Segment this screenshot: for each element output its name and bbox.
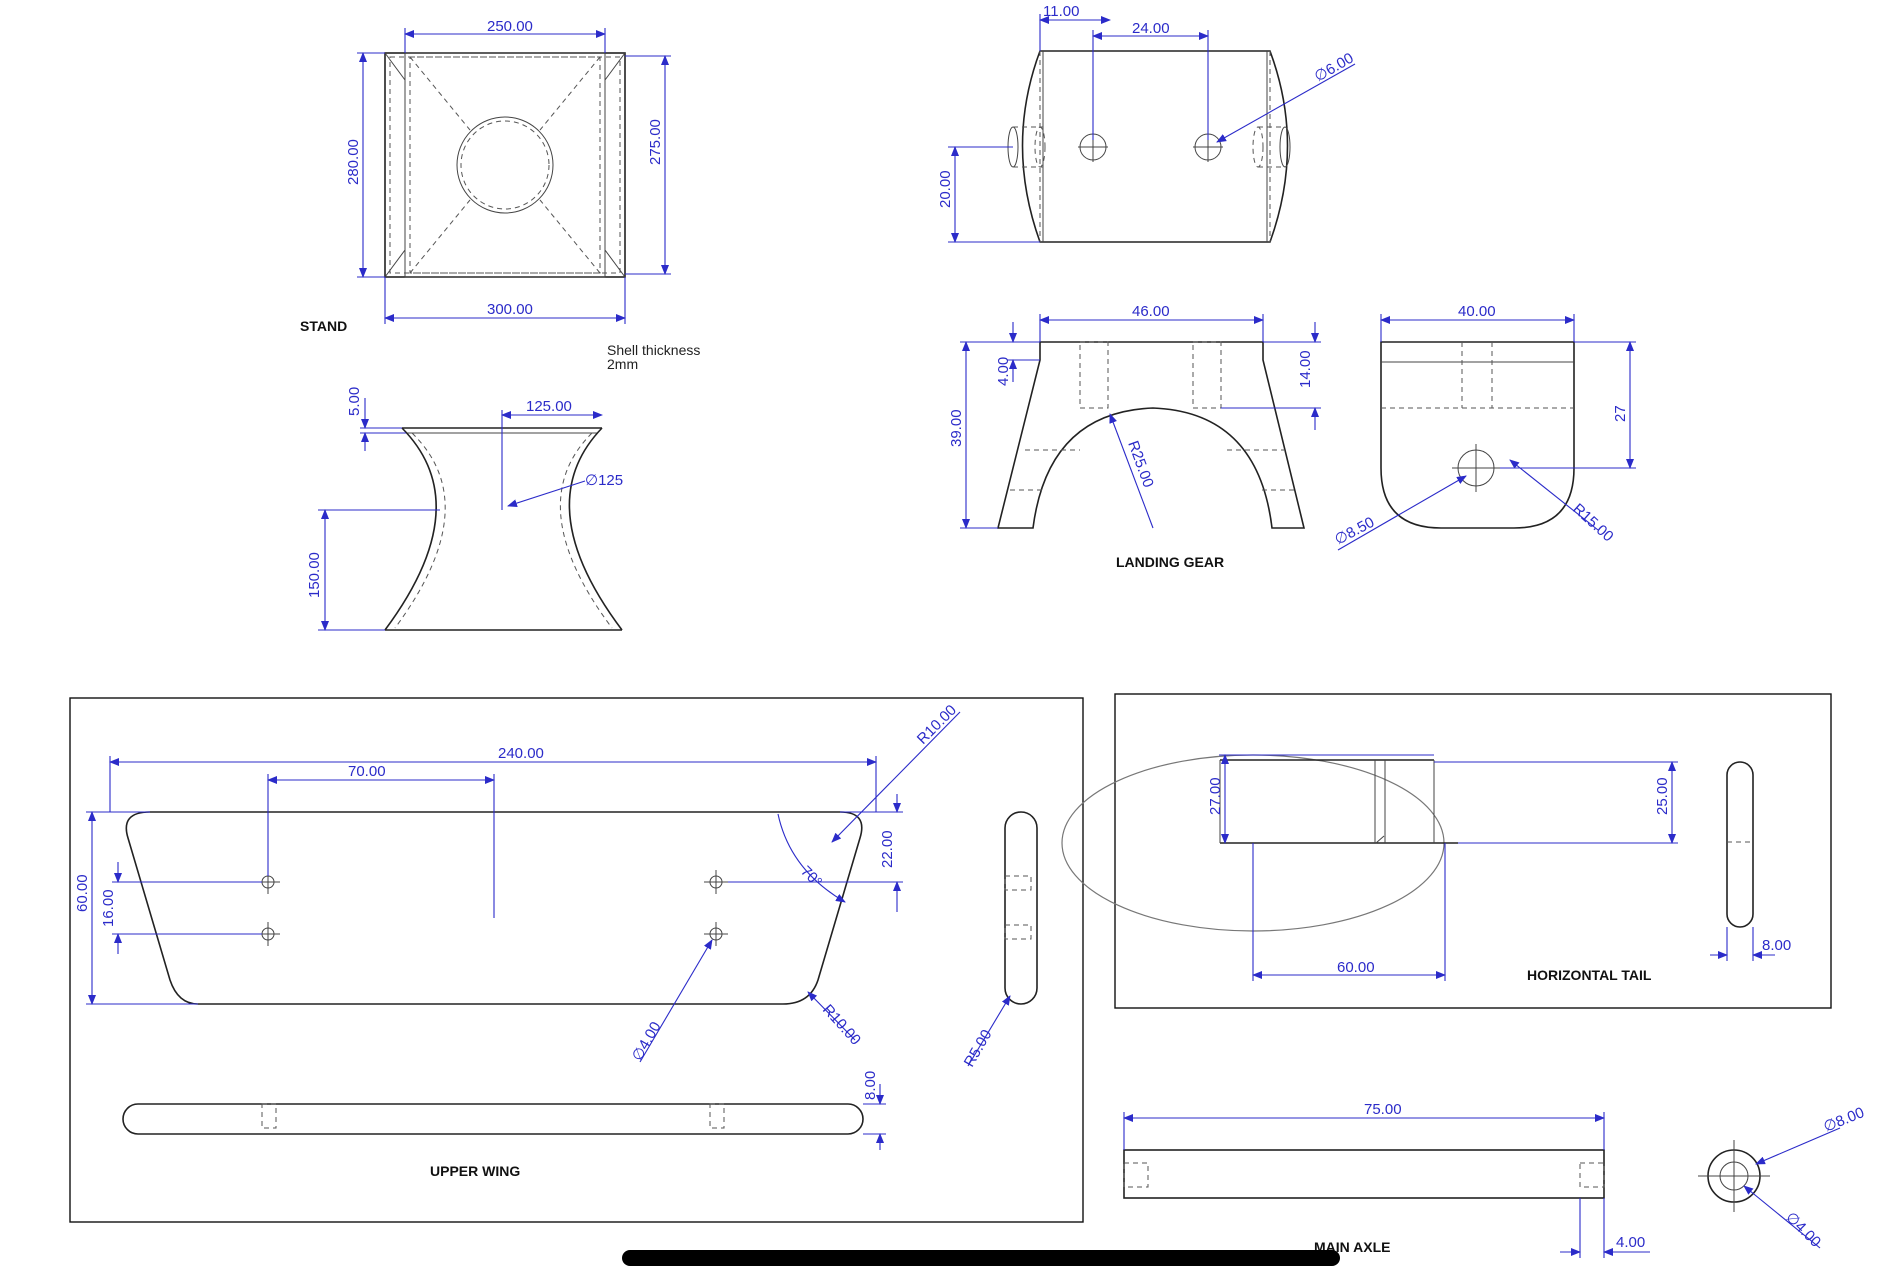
stand-top-dims: 250.00 280.00 275.00 300.00	[345, 18, 671, 324]
dim-gear-hole-spacing: 24.00	[1132, 20, 1170, 37]
dim-stand-bottom-width: 300.00	[487, 301, 533, 318]
upper-wing-frame	[69, 697, 1084, 1223]
main-axle-end	[1698, 1140, 1770, 1212]
dim-gear-top-offset: 11.00	[1043, 3, 1079, 20]
dim-stand-side-height: 150.00	[306, 552, 323, 598]
dim-tail-height-left: 27.00	[1207, 777, 1224, 815]
dim-wing-span: 240.00	[498, 745, 544, 762]
upper-wing-section	[122, 1103, 864, 1135]
dim-axle-inner-dia: ∅4.00	[1782, 1209, 1824, 1251]
stand-side-dims: 5.00 125.00 ∅125 150.00	[306, 387, 623, 631]
dim-gear-side-height: 27	[1612, 405, 1629, 422]
horizontal-tail-plan	[1061, 754, 1458, 932]
dim-gear-side-width: 40.00	[1458, 303, 1496, 320]
dim-wing-edge-radius: R5.00	[961, 1027, 996, 1070]
landing-gear-side-view	[1380, 341, 1575, 529]
landing-gear-plan-view	[1007, 50, 1291, 243]
dim-axle-outer-dia: ∅8.00	[1821, 1104, 1867, 1136]
dim-wing-tip-drop: 22.00	[879, 830, 896, 868]
main-axle-side	[1123, 1149, 1605, 1199]
scroll-indicator-bar[interactable]	[622, 1250, 1340, 1266]
horizontal-tail-frame	[1114, 693, 1832, 1009]
label-upper-wing: UPPER WING	[430, 1163, 520, 1179]
dim-gear-side-radius: R15.00	[1569, 500, 1616, 545]
upper-wing-side	[1004, 811, 1038, 1005]
stand-top-view	[384, 52, 626, 278]
dim-gear-front-width: 46.00	[1132, 303, 1170, 320]
dim-gear-axle-hole: ∅8.50	[1332, 514, 1377, 549]
label-horizontal-tail: HORIZONTAL TAIL	[1527, 967, 1652, 983]
dim-wing-angle: 70°	[797, 863, 825, 891]
dim-tail-height-right: 25.00	[1654, 777, 1671, 815]
dim-wing-thickness: 8.00	[862, 1071, 879, 1100]
label-stand: STAND	[300, 318, 347, 334]
upper-wing-dims: 240.00 70.00 R10.00 22.00 60.00 16.00 70…	[74, 702, 1011, 1150]
dim-gear-front-height: 39.00	[948, 409, 965, 447]
dim-stand-radius-span: 125.00	[526, 398, 572, 415]
dim-gear-plan-height: 20.00	[937, 170, 954, 208]
horizontal-tail-dims: 27.00 25.00 60.00 8.00	[1207, 754, 1791, 981]
landing-gear-side-dims: 40.00 27 ∅8.50 R15.00	[1332, 303, 1636, 551]
stand-side-view	[384, 427, 623, 631]
dim-gear-lip: 4.00	[995, 357, 1012, 386]
note-shell-thickness: Shell thickness	[607, 342, 700, 358]
dim-stand-height-left: 280.00	[345, 139, 362, 185]
dim-tail-thickness: 8.00	[1762, 937, 1791, 954]
main-axle-dims: 75.00 4.00 ∅8.00 ∅4.00	[1123, 1101, 1867, 1258]
dim-axle-end: 4.00	[1616, 1234, 1645, 1251]
dim-axle-length: 75.00	[1364, 1101, 1402, 1118]
dim-wing-hole-dia: ∅4.00	[629, 1019, 665, 1064]
dim-gear-slot-depth: 14.00	[1297, 350, 1314, 388]
dim-wing-hole-spacing: 16.00	[100, 889, 117, 927]
horizontal-tail-side	[1726, 761, 1754, 928]
label-landing-gear: LANDING GEAR	[1116, 554, 1224, 570]
dim-wing-tip-radius: R10.00	[914, 702, 960, 748]
dim-tail-half-width: 60.00	[1337, 959, 1375, 976]
dim-wing-hole-offset: 70.00	[348, 763, 386, 780]
dim-stand-diameter: ∅125	[585, 472, 623, 489]
note-shell-thickness-value: 2mm	[607, 356, 638, 372]
dim-stand-height-right: 275.00	[647, 119, 664, 165]
dim-wing-chord: 60.00	[74, 874, 91, 912]
upper-wing-plan	[125, 811, 863, 1005]
dim-gear-hole-dia: ∅6.00	[1312, 50, 1357, 86]
dim-wing-corner-radius: R10.00	[819, 1001, 864, 1048]
landing-gear-front-view	[996, 341, 1306, 529]
dim-stand-top-width: 250.00	[487, 18, 533, 35]
landing-gear-plan-dims: 11.00 24.00 ∅6.00 20.00	[937, 3, 1357, 243]
dim-stand-lip: 5.00	[346, 387, 363, 416]
